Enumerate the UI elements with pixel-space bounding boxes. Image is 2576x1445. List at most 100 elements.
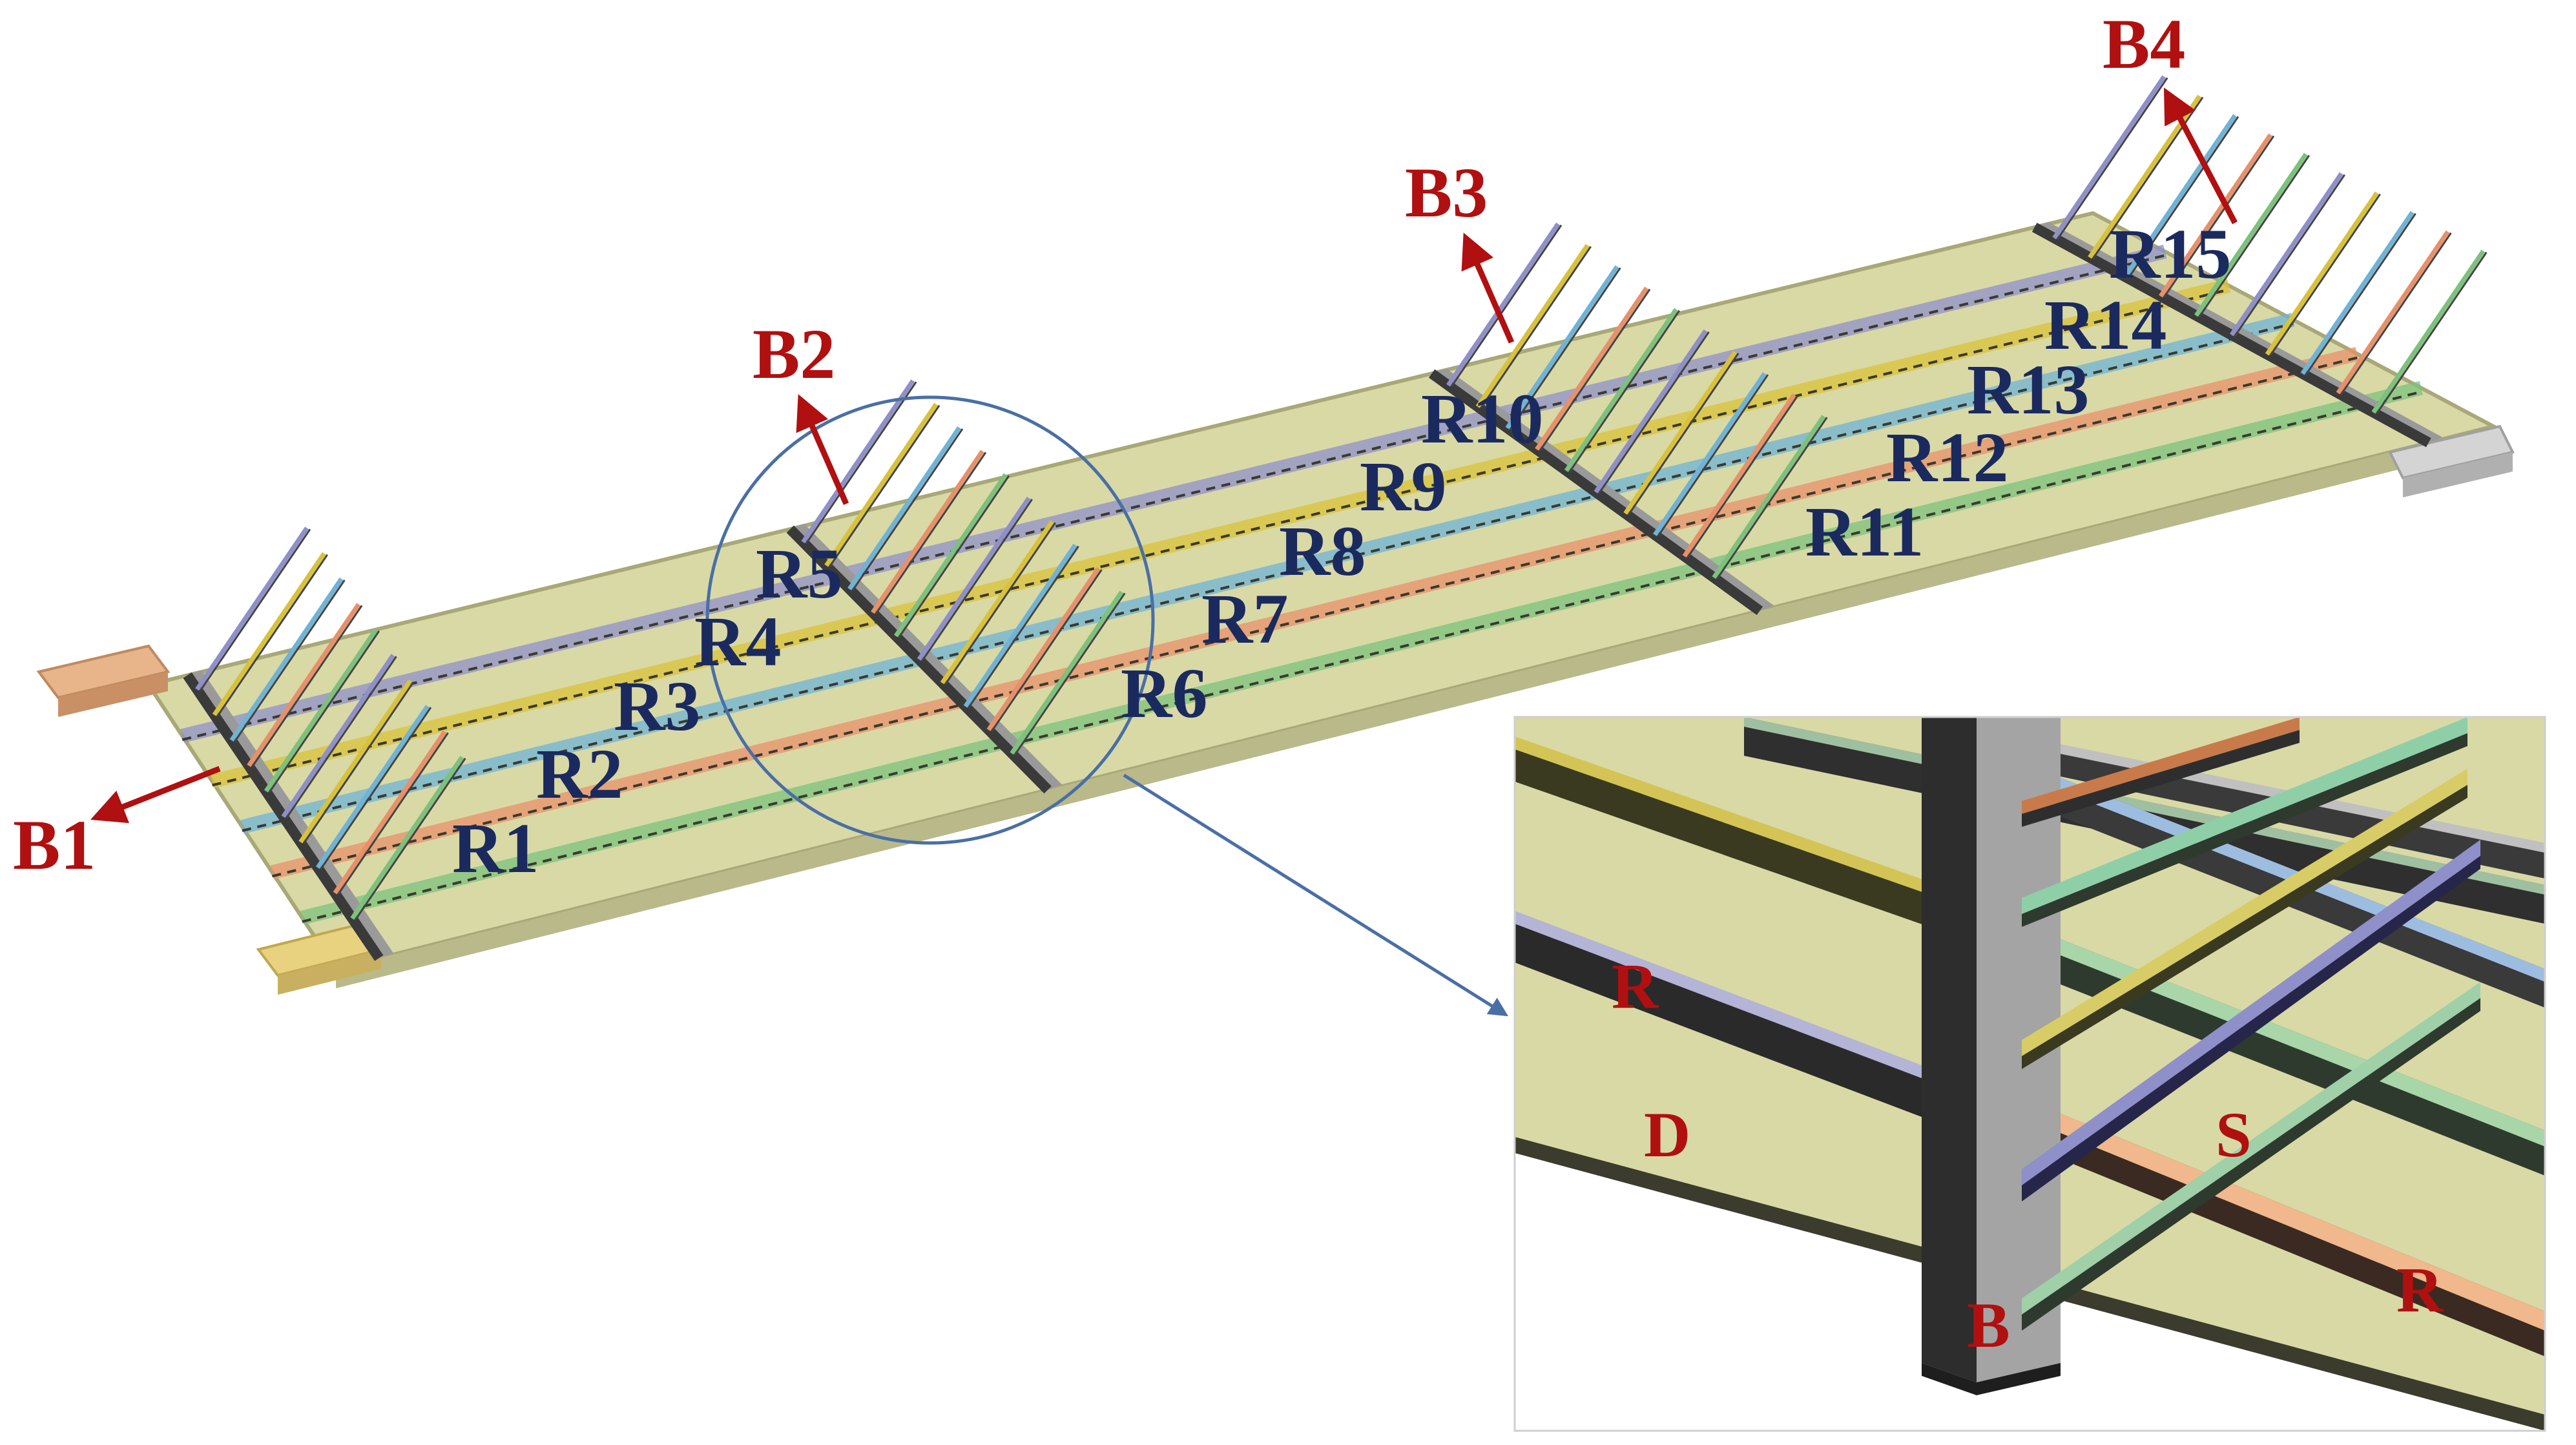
stiffener-post	[333, 730, 447, 895]
stiffener-post-shadow	[302, 681, 415, 844]
stiffener-post	[963, 543, 1077, 708]
rib-line	[300, 380, 2424, 925]
inset-label-beam: B	[1967, 1289, 2010, 1361]
label-r4: R4	[694, 602, 781, 681]
stiffener-post	[315, 705, 430, 869]
label-b2: B2	[753, 315, 835, 393]
label-r6: R6	[1121, 654, 1207, 733]
stiffener-post-shadow	[2340, 232, 2452, 395]
stiffener-post	[801, 379, 915, 544]
label-b4: B4	[2103, 5, 2185, 83]
stiffener-post	[1446, 222, 1560, 387]
stiffener-post-shadow	[337, 732, 449, 895]
stiffener-post-shadow	[2305, 213, 2416, 376]
stiffener-post-shadow	[898, 475, 1010, 638]
stiffener-post-shadow	[805, 381, 917, 545]
stiffener-post-shadow	[251, 605, 363, 768]
stiffener-post-shadow	[1450, 224, 1563, 388]
stiffener-post	[1653, 372, 1767, 537]
stiffener-post-shadow	[268, 630, 380, 793]
stiffener-post-shadow	[1716, 417, 1828, 580]
detail-inset: R D S B R	[1513, 716, 2546, 1432]
label-b1: B1	[13, 806, 96, 884]
stiffener-post	[986, 567, 1101, 731]
deck-group	[36, 75, 2515, 995]
stiffener-post-shadow	[921, 499, 1033, 661]
inset-label-rib-bottom: R	[2396, 1254, 2444, 1325]
stiffener-post	[847, 426, 961, 590]
callout-arrow	[1123, 773, 1509, 1017]
stiffener-post-shadow	[1568, 309, 1681, 473]
label-r10: R10	[1421, 379, 1543, 458]
label-r12: R12	[1886, 418, 2008, 497]
stiffener-post	[298, 679, 413, 844]
stiffener-post	[2265, 191, 2379, 356]
label-b3: B3	[1405, 153, 1488, 232]
stiffener-post-shadow	[1510, 267, 1621, 430]
label-r1: R1	[452, 809, 539, 888]
stiffener-post-shadow	[216, 554, 328, 717]
rib-line	[240, 313, 2295, 834]
stiffener-post-shadow	[199, 528, 311, 692]
stiffener-post-shadow	[851, 428, 964, 591]
stiffener-post	[264, 628, 378, 793]
stiffener-post-shadow	[1539, 288, 1651, 452]
rib-line-shadow	[242, 322, 2294, 832]
b2-arrow	[796, 394, 849, 505]
stiffener-post	[1682, 393, 1796, 558]
stiffener-post-shadow	[968, 545, 1079, 709]
stiffener-post	[2229, 172, 2343, 337]
rib-line	[210, 278, 2231, 789]
stiffener-post-shadow	[2376, 251, 2488, 415]
rib-line-shadow	[302, 390, 2422, 923]
deck-edge	[336, 426, 2493, 988]
ribs-group	[180, 244, 2424, 925]
inset-label-deck: D	[1644, 1099, 1690, 1170]
stiffener-post-shadow	[875, 452, 987, 615]
stiffener-post-shadow	[944, 522, 1056, 685]
stiffener-post-shadow	[1627, 353, 1740, 515]
stiffener-post	[1475, 244, 1590, 408]
stiffener-post-shadow	[1657, 374, 1769, 537]
rib-line-shadow	[271, 356, 2358, 878]
b1-arrow	[90, 765, 221, 824]
stiffener-post-shadow	[991, 569, 1103, 732]
label-r11: R11	[1805, 492, 1924, 571]
b4-arrow	[2163, 87, 2238, 225]
stiffener-post-shadow	[2269, 193, 2381, 357]
inset-label-rib-top: R	[1612, 950, 1659, 1022]
stiffener-post-shadow	[355, 758, 466, 920]
label-r15: R15	[2109, 214, 2231, 293]
stiffener-post	[1712, 415, 1826, 579]
stiffener-post-shadow	[828, 404, 940, 568]
stiffener-post	[281, 654, 395, 818]
inset-label-stiffener: S	[2216, 1099, 2252, 1170]
stiffener-post	[2300, 211, 2415, 375]
inset-stiffeners	[2022, 717, 2480, 1331]
stiffener-post-shadow	[1598, 331, 1710, 494]
stiffener-post	[195, 526, 309, 691]
stiffener-post	[2052, 75, 2166, 240]
label-r7: R7	[1201, 579, 1288, 658]
label-r8: R8	[1279, 512, 1366, 590]
rib-line	[180, 244, 2167, 743]
label-r14: R14	[2044, 286, 2166, 364]
stiffener-post	[2336, 230, 2450, 395]
stiffener-post	[1623, 350, 1738, 515]
stiffener-post-shadow	[2198, 154, 2311, 318]
stiffener-post-shadow	[1687, 395, 1798, 558]
stiffener-post	[2371, 249, 2486, 414]
stiffener-post-shadow	[1480, 245, 1592, 409]
stiffener-post	[1505, 265, 1619, 430]
b3-arrow	[1461, 233, 1515, 344]
support-left-top	[36, 644, 171, 717]
label-r3: R3	[614, 667, 700, 745]
label-r13: R13	[1967, 350, 2089, 429]
stiffener-post	[247, 603, 361, 767]
stiffener-post	[2194, 152, 2308, 317]
zoom-circle	[705, 395, 1155, 845]
stiffener-post-shadow	[2056, 77, 2168, 240]
label-r5: R5	[756, 534, 842, 613]
stiffener-post	[350, 755, 464, 920]
stiffener-post-shadow	[234, 579, 346, 742]
